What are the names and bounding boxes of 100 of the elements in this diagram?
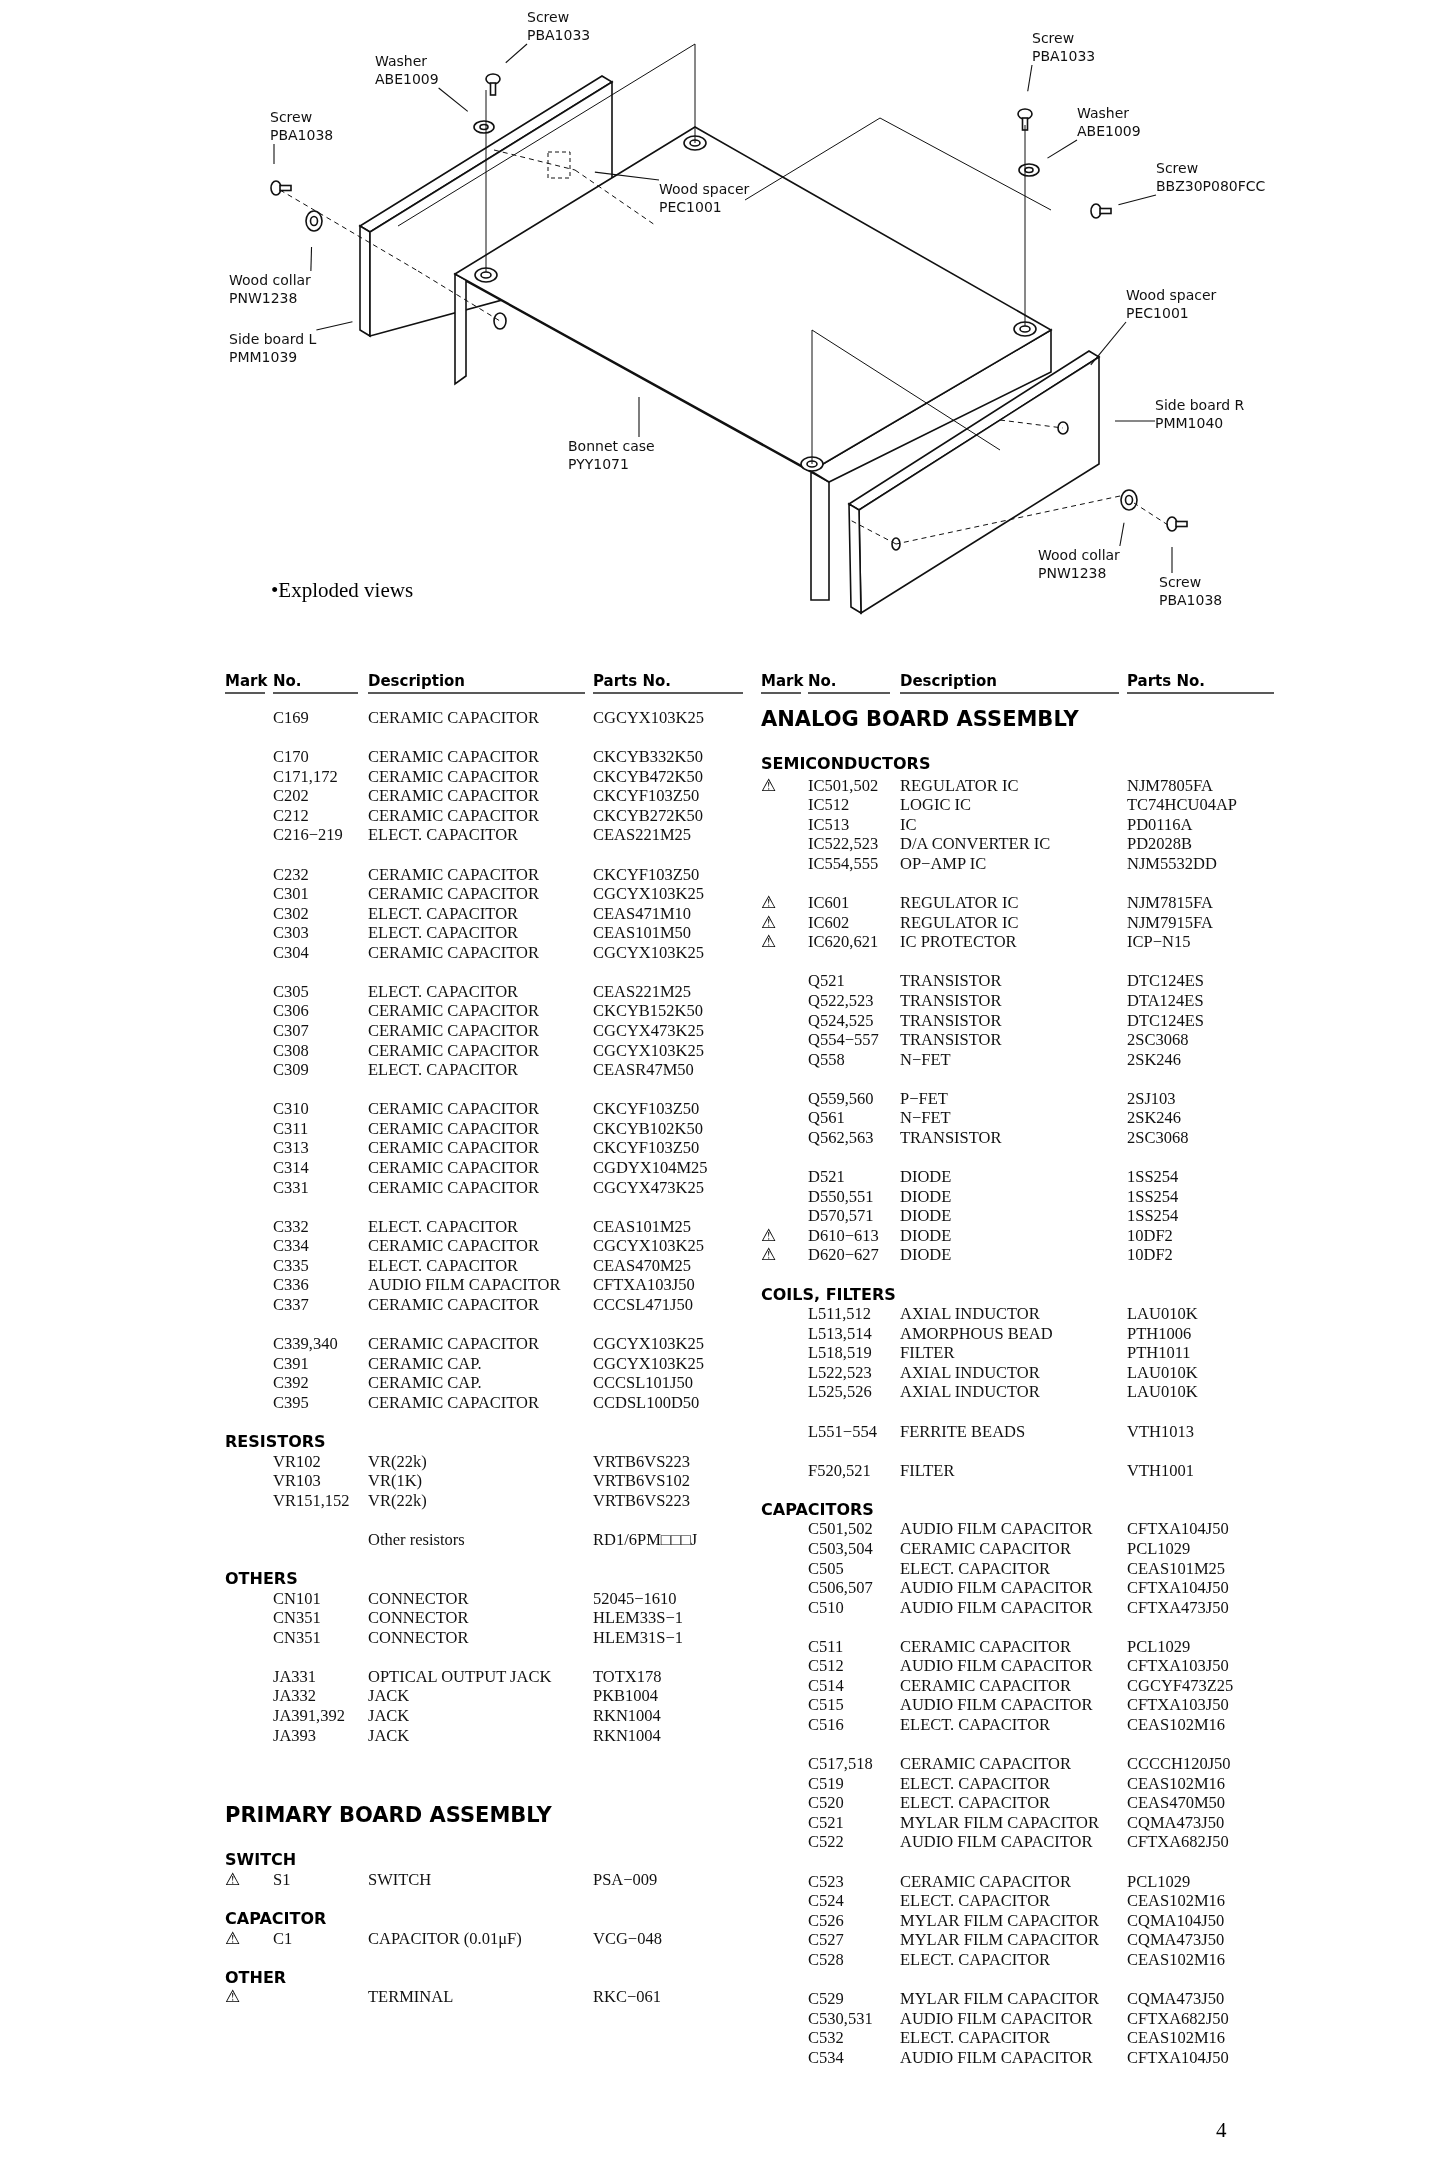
warning-mark: ⚠ (225, 1987, 241, 2007)
column-header: Mark (761, 672, 804, 691)
reference-number: IC554,555 (808, 854, 879, 873)
part-description: AUDIO FILM CAPACITOR (900, 1578, 1093, 1598)
reference-number: C169 (273, 707, 309, 727)
part-description: REGULATOR IC (900, 775, 1019, 795)
reference-number: IC620,621 (808, 932, 879, 952)
part-description: MYLAR FILM CAPACITOR (900, 1989, 1099, 2008)
part-description: JACK (368, 1706, 410, 1725)
reference-number: C517,518 (808, 1754, 873, 1774)
reference-number: C506,507 (808, 1578, 873, 1598)
part-number: VRTB6VS102 (593, 1471, 691, 1491)
part-description: AUDIO FILM CAPACITOR (900, 2008, 1093, 2028)
part-description: CERAMIC CAPACITOR (900, 1871, 1071, 1891)
part-number: RKN1004 (593, 1706, 661, 1725)
reference-number: C232 (273, 864, 309, 884)
part-description: CERAMIC CAPACITOR (368, 1021, 539, 1041)
reference-number: C501,502 (808, 1519, 873, 1539)
part-description: LOGIC IC (900, 795, 972, 815)
leader-line (438, 87, 469, 112)
reference-number: C306 (273, 1001, 309, 1021)
reference-number: C313 (273, 1138, 309, 1158)
warning-mark: ⚠ (761, 1225, 777, 1245)
part-name: Screw (270, 108, 313, 126)
part-number: CQMA473J50 (1127, 1812, 1225, 1832)
warning-mark: ⚠ (225, 1869, 241, 1889)
reference-number: C532 (808, 2028, 844, 2048)
reference-number: JA332 (273, 1686, 317, 1706)
column-header: No. (808, 672, 837, 691)
reference-number: C522 (808, 1832, 844, 1852)
part-number: VCG−048 (593, 1928, 662, 1948)
part-description: DIODE (900, 1167, 952, 1187)
part-number: CGDYX104M25 (593, 1158, 708, 1178)
part-description: AUDIO FILM CAPACITOR (900, 1832, 1093, 1852)
part-description: AXIAL INDUCTOR (900, 1382, 1040, 1402)
part-description: DIODE (900, 1245, 952, 1265)
part-number: PD0116A (1127, 814, 1193, 834)
part-description: AUDIO FILM CAPACITOR (368, 1275, 561, 1295)
part-description: AUDIO FILM CAPACITOR (900, 1656, 1093, 1676)
part-description: CERAMIC CAPACITOR (368, 1177, 539, 1197)
part-number: CGCYX473K25 (593, 1021, 704, 1041)
column-header: Parts No. (593, 672, 671, 691)
part-description: CERAMIC CAPACITOR (368, 747, 539, 767)
subsection-heading: OTHERS (225, 1569, 298, 1588)
part-number: CCCSL471J50 (593, 1295, 693, 1315)
part-description: CERAMIC CAPACITOR (368, 1099, 539, 1119)
part-description: CERAMIC CAPACITOR (368, 864, 539, 884)
part-number: CCCCH120J50 (1127, 1754, 1231, 1774)
part-description: AUDIO FILM CAPACITOR (900, 1597, 1093, 1617)
reference-number: Q554−557 (808, 1030, 879, 1050)
leader-line (638, 396, 640, 438)
part-description: FILTER (900, 1460, 955, 1480)
part-number: 1SS254 (1127, 1167, 1179, 1187)
part-description: MYLAR FILM CAPACITOR (900, 1812, 1099, 1832)
part-number: CGCYX473K25 (593, 1177, 704, 1197)
warning-mark: ⚠ (761, 912, 777, 932)
reference-number: JA391,392 (273, 1706, 345, 1725)
reference-number: D550,551 (808, 1186, 874, 1206)
part-description: IC PROTECTOR (900, 932, 1017, 952)
reference-number: Q561 (808, 1108, 845, 1128)
reference-number: C512 (808, 1656, 844, 1676)
part-number: PMM1039 (229, 348, 298, 366)
reference-number: Q522,523 (808, 991, 874, 1010)
reference-number: C524 (808, 1891, 844, 1911)
leader-line (505, 43, 528, 64)
reference-number: L551−554 (808, 1421, 877, 1441)
part-description: VR(22k) (368, 1451, 427, 1471)
reference-number: L518,519 (808, 1343, 872, 1363)
reference-number: JA393 (273, 1725, 317, 1745)
part-description: P−FET (900, 1088, 948, 1108)
part-description: AUDIO FILM CAPACITOR (900, 1695, 1093, 1715)
part-description: ELECT. CAPACITOR (368, 903, 519, 923)
part-number: CKCYB272K50 (593, 805, 703, 825)
reference-number: D620−627 (808, 1245, 879, 1265)
reference-number: C521 (808, 1812, 844, 1832)
part-description: D/A CONVERTER IC (900, 834, 1051, 854)
part-description: AMORPHOUS BEAD (900, 1323, 1053, 1343)
reference-number: C528 (808, 1949, 844, 1969)
reference-number: C171,172 (273, 766, 338, 786)
part-number: CCCSL101J50 (593, 1373, 693, 1393)
part-name: Washer (1077, 104, 1130, 122)
subsection-heading: CAPACITOR (225, 1908, 327, 1928)
part-description: CAPACITOR (0.01μF) (368, 1928, 522, 1948)
part-description: JACK (368, 1686, 410, 1706)
part-number: TC74HCU04AP (1127, 795, 1237, 815)
part-number: CFTXA682J50 (1127, 2008, 1229, 2028)
leader-line (1171, 546, 1173, 574)
part-number: CGCYX103K25 (593, 707, 704, 727)
part-number: 2SK246 (1127, 1049, 1182, 1069)
part-description: FERRITE BEADS (900, 1421, 1026, 1441)
part-number: PYY1071 (568, 455, 629, 473)
part-number: VTH1013 (1127, 1421, 1194, 1441)
reference-number: C334 (273, 1236, 309, 1256)
part-description: TRANSISTOR (900, 1127, 1002, 1147)
reference-number: C212 (273, 805, 309, 825)
part-description: JACK (368, 1725, 410, 1745)
part-number: CKCYF103Z50 (593, 786, 700, 806)
part-number: CGCYX103K25 (593, 884, 704, 904)
part-number: 1SS254 (1127, 1186, 1179, 1206)
part-number: CKCYB152K50 (593, 1001, 703, 1021)
